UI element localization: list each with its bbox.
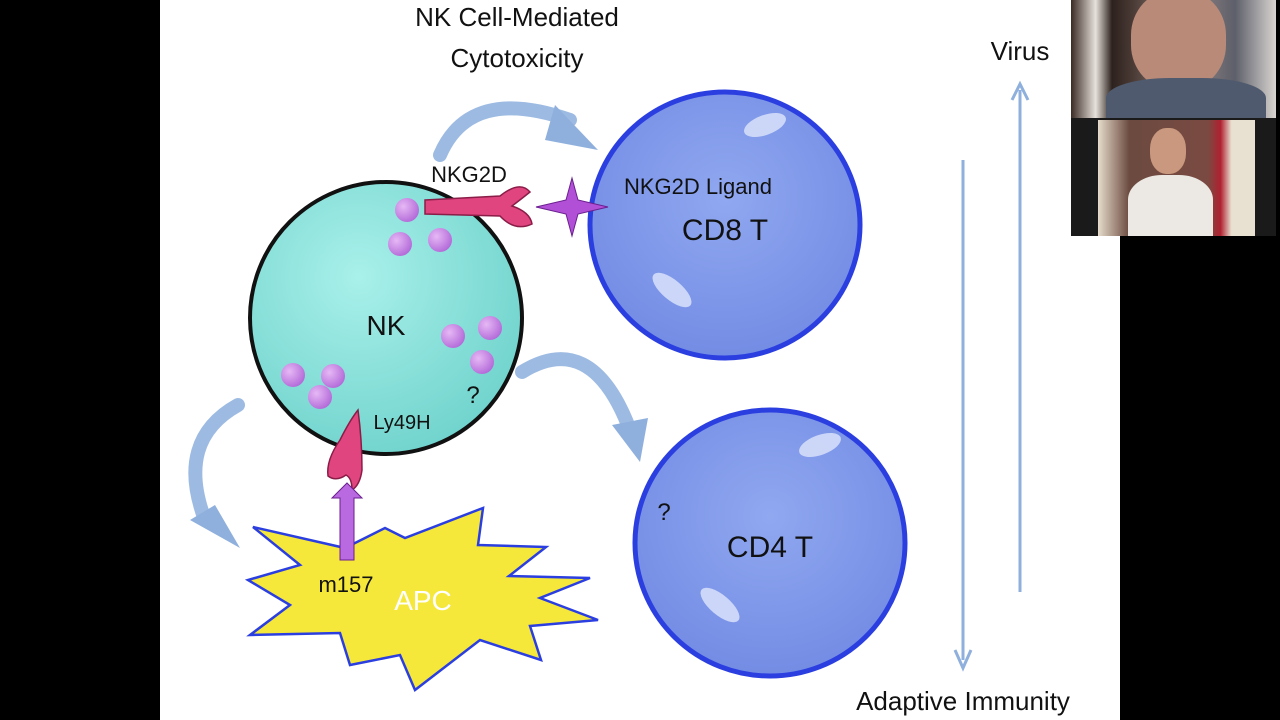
apc-cell [244,506,599,692]
video-tile-participant-2[interactable] [1071,118,1276,236]
cell-highlight [700,587,740,623]
label-nkg2d-ligand: NKG2D Ligand [624,174,772,199]
label-cd4: CD4 T [727,531,813,564]
video-tile-participant-1[interactable] [1071,0,1276,118]
label-cd8: CD8 T [682,214,768,247]
curved-arrow-top-head [545,105,598,150]
label-apc: APC [394,585,452,616]
granule [428,228,452,252]
granule [470,350,494,374]
granule [395,198,419,222]
granule [388,232,412,256]
granule [281,363,305,387]
curved-arrow-top [433,101,577,162]
label-ly49h: Ly49H [373,412,430,434]
arrow-head-up [1010,80,1030,101]
label-m157: m157 [318,572,373,597]
cell-highlight [799,432,841,458]
granule [321,364,345,388]
granule [308,385,332,409]
participant-body [1106,78,1266,118]
participant-face [1131,0,1226,90]
label-nk: NK [367,310,406,341]
label-adaptive-immunity: Adaptive Immunity [856,686,1070,716]
label-question-nk: ? [466,382,479,409]
ly49h-receptor [327,408,363,492]
nkg2d-ligand-star-icon [535,176,609,238]
cd4-t-cell [632,407,908,679]
curved-arrow-left-head [190,505,240,548]
slide-title-line1: NK Cell-Mediated [415,2,619,32]
granules [281,198,502,409]
label-virus: Virus [991,36,1050,66]
granule [441,324,465,348]
participant-video [1098,120,1255,236]
participant-body [1128,175,1213,236]
m157-arrow [330,482,364,561]
label-question-cd4: ? [657,499,670,526]
curved-arrow-right-head [612,418,648,462]
granule [478,316,502,340]
curved-arrow-left [188,398,245,527]
label-nkg2d: NKG2D [431,162,507,187]
slide-title-line2: Cytotoxicity [451,43,584,73]
cell-highlight [652,272,692,308]
nkg2d-receptor [424,186,533,228]
curved-arrow-right [515,352,635,432]
cd8-t-cell [587,89,863,361]
participant-face [1150,128,1186,174]
cell-highlight [744,112,786,138]
arrow-head-down [953,649,973,672]
